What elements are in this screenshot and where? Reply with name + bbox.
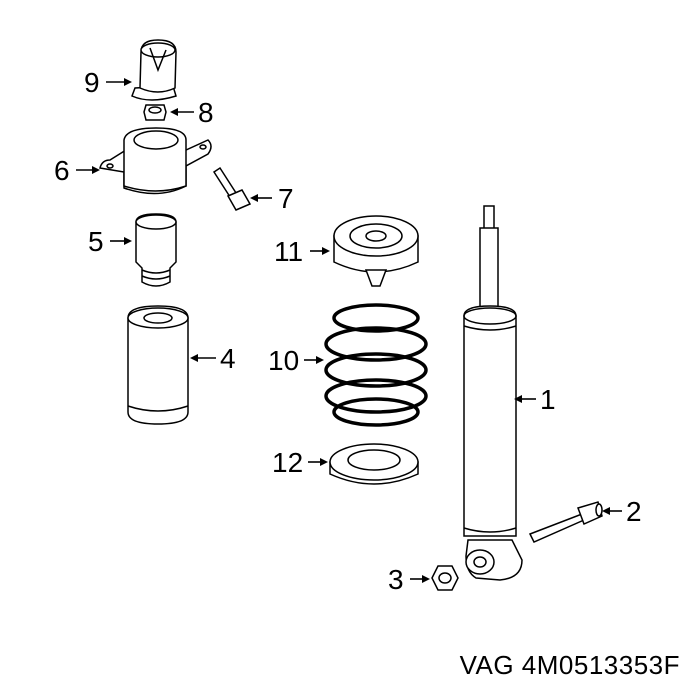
callout-6: 6 [54, 155, 70, 186]
part-8-nut [143, 104, 167, 121]
leader-10 [304, 356, 324, 364]
callout-10: 10 [268, 345, 299, 376]
leader-9 [106, 78, 132, 86]
part-5-bump-stop [135, 213, 177, 287]
leader-3 [410, 575, 430, 583]
part-11-spring-seat [333, 215, 419, 287]
callout-3: 3 [388, 564, 404, 595]
part-1-shock-absorber [463, 205, 523, 581]
leader-4 [190, 354, 216, 362]
leader-6 [76, 166, 100, 174]
callout-12: 12 [272, 447, 303, 478]
callout-9: 9 [84, 67, 100, 98]
callout-2: 2 [626, 496, 642, 527]
leader-5 [110, 237, 132, 245]
leader-11 [310, 247, 330, 255]
leader-7 [250, 194, 272, 202]
part-3-nut [431, 565, 459, 591]
part-7-bolt [212, 166, 252, 211]
part-10-coil-spring [324, 303, 428, 427]
callout-4: 4 [220, 343, 236, 374]
part-9-cap [131, 39, 177, 101]
part-2-bolt [528, 501, 603, 543]
part-6-top-mount [99, 127, 212, 195]
leader-2 [602, 507, 622, 515]
callout-1: 1 [540, 384, 556, 415]
part-12-spring-pad [329, 443, 419, 485]
leader-1 [514, 395, 536, 403]
leader-12 [308, 458, 328, 466]
callout-11: 11 [274, 236, 303, 267]
part-number-caption: VAG 4M0513353F [459, 650, 680, 680]
callout-8: 8 [198, 97, 214, 128]
part-4-dust-boot [127, 305, 189, 425]
leader-8 [170, 108, 194, 116]
callout-7: 7 [278, 183, 294, 214]
callout-5: 5 [88, 226, 104, 257]
